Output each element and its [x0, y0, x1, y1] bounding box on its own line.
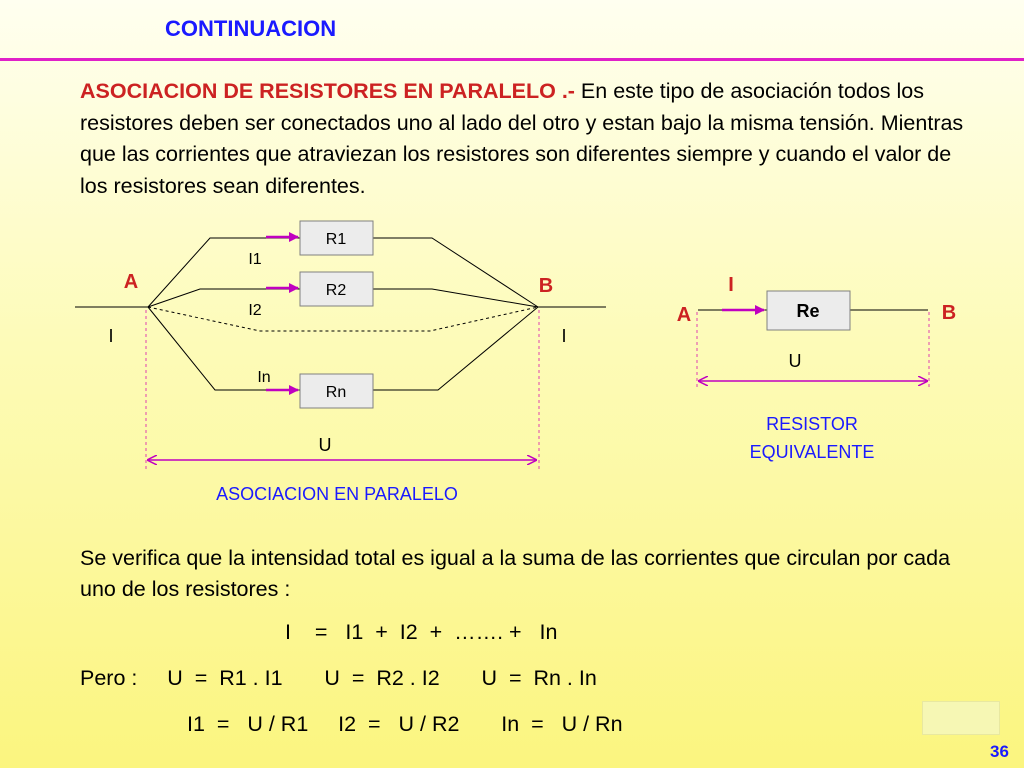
input-current-label: I: [108, 326, 113, 346]
output-current-label: I: [561, 326, 566, 346]
resistor-r2-label: R2: [326, 282, 347, 299]
branch-r1-left: [147, 237, 300, 308]
branch-r2-right: [373, 288, 539, 308]
eq-caption-line1: RESISTOR: [766, 414, 858, 434]
current-in-label: In: [257, 369, 270, 386]
parallel-circuit: [75, 237, 606, 391]
branch-dashed: [147, 306, 539, 332]
resistor-r2: [299, 271, 374, 307]
resistor-r1-label: R1: [326, 231, 347, 248]
verify-paragraph: Se verifica que la intensidad total es i…: [80, 546, 951, 601]
current-i2-label: I2: [248, 302, 261, 319]
slide-title: CONTINUACION: [165, 16, 337, 41]
eq-node-b-label: B: [942, 302, 956, 324]
corner-box: [922, 701, 1000, 735]
voltage-u-label: U: [319, 435, 332, 455]
branch-r1-right: [373, 237, 539, 308]
page-number: 36: [990, 742, 1009, 761]
header-divider: [0, 58, 1024, 61]
parallel-caption: ASOCIACION EN PARALELO: [216, 484, 458, 504]
resistor-re-label: Re: [796, 301, 819, 321]
eq-node-a-label: A: [677, 304, 691, 326]
equation-branch-currents: I1 = U / R1 I2 = U / R2 In = U / Rn: [187, 712, 623, 736]
current-i1-label: I1: [248, 251, 261, 268]
node-b-label: B: [539, 275, 553, 297]
branch-r2-left: [147, 288, 300, 308]
node-a-label: A: [124, 271, 138, 293]
intro-paragraph: ASOCIACION DE RESISTORES EN PARALELO .- …: [80, 76, 980, 202]
equation-ohm-law: Pero : U = R1 . I1 U = R2 . I2 U = Rn . …: [80, 666, 597, 690]
eq-voltage-label: U: [789, 351, 802, 371]
resistor-rn: [299, 373, 374, 409]
equation-current-sum: I = I1 + I2 + ……. + In: [285, 620, 558, 644]
resistor-r1: [299, 220, 374, 256]
intro-text: En este tipo de asociación todos los res…: [80, 79, 964, 198]
resistor-re: [766, 290, 851, 331]
eq-caption-line2: EQUIVALENTE: [750, 442, 875, 462]
eq-current-label: I: [728, 274, 734, 296]
branch-rn-left: [147, 306, 300, 391]
branch-rn-right: [373, 306, 539, 391]
resistor-rn-label: Rn: [326, 384, 346, 401]
intro-heading: ASOCIACION DE RESISTORES EN PARALELO .-: [80, 79, 575, 103]
